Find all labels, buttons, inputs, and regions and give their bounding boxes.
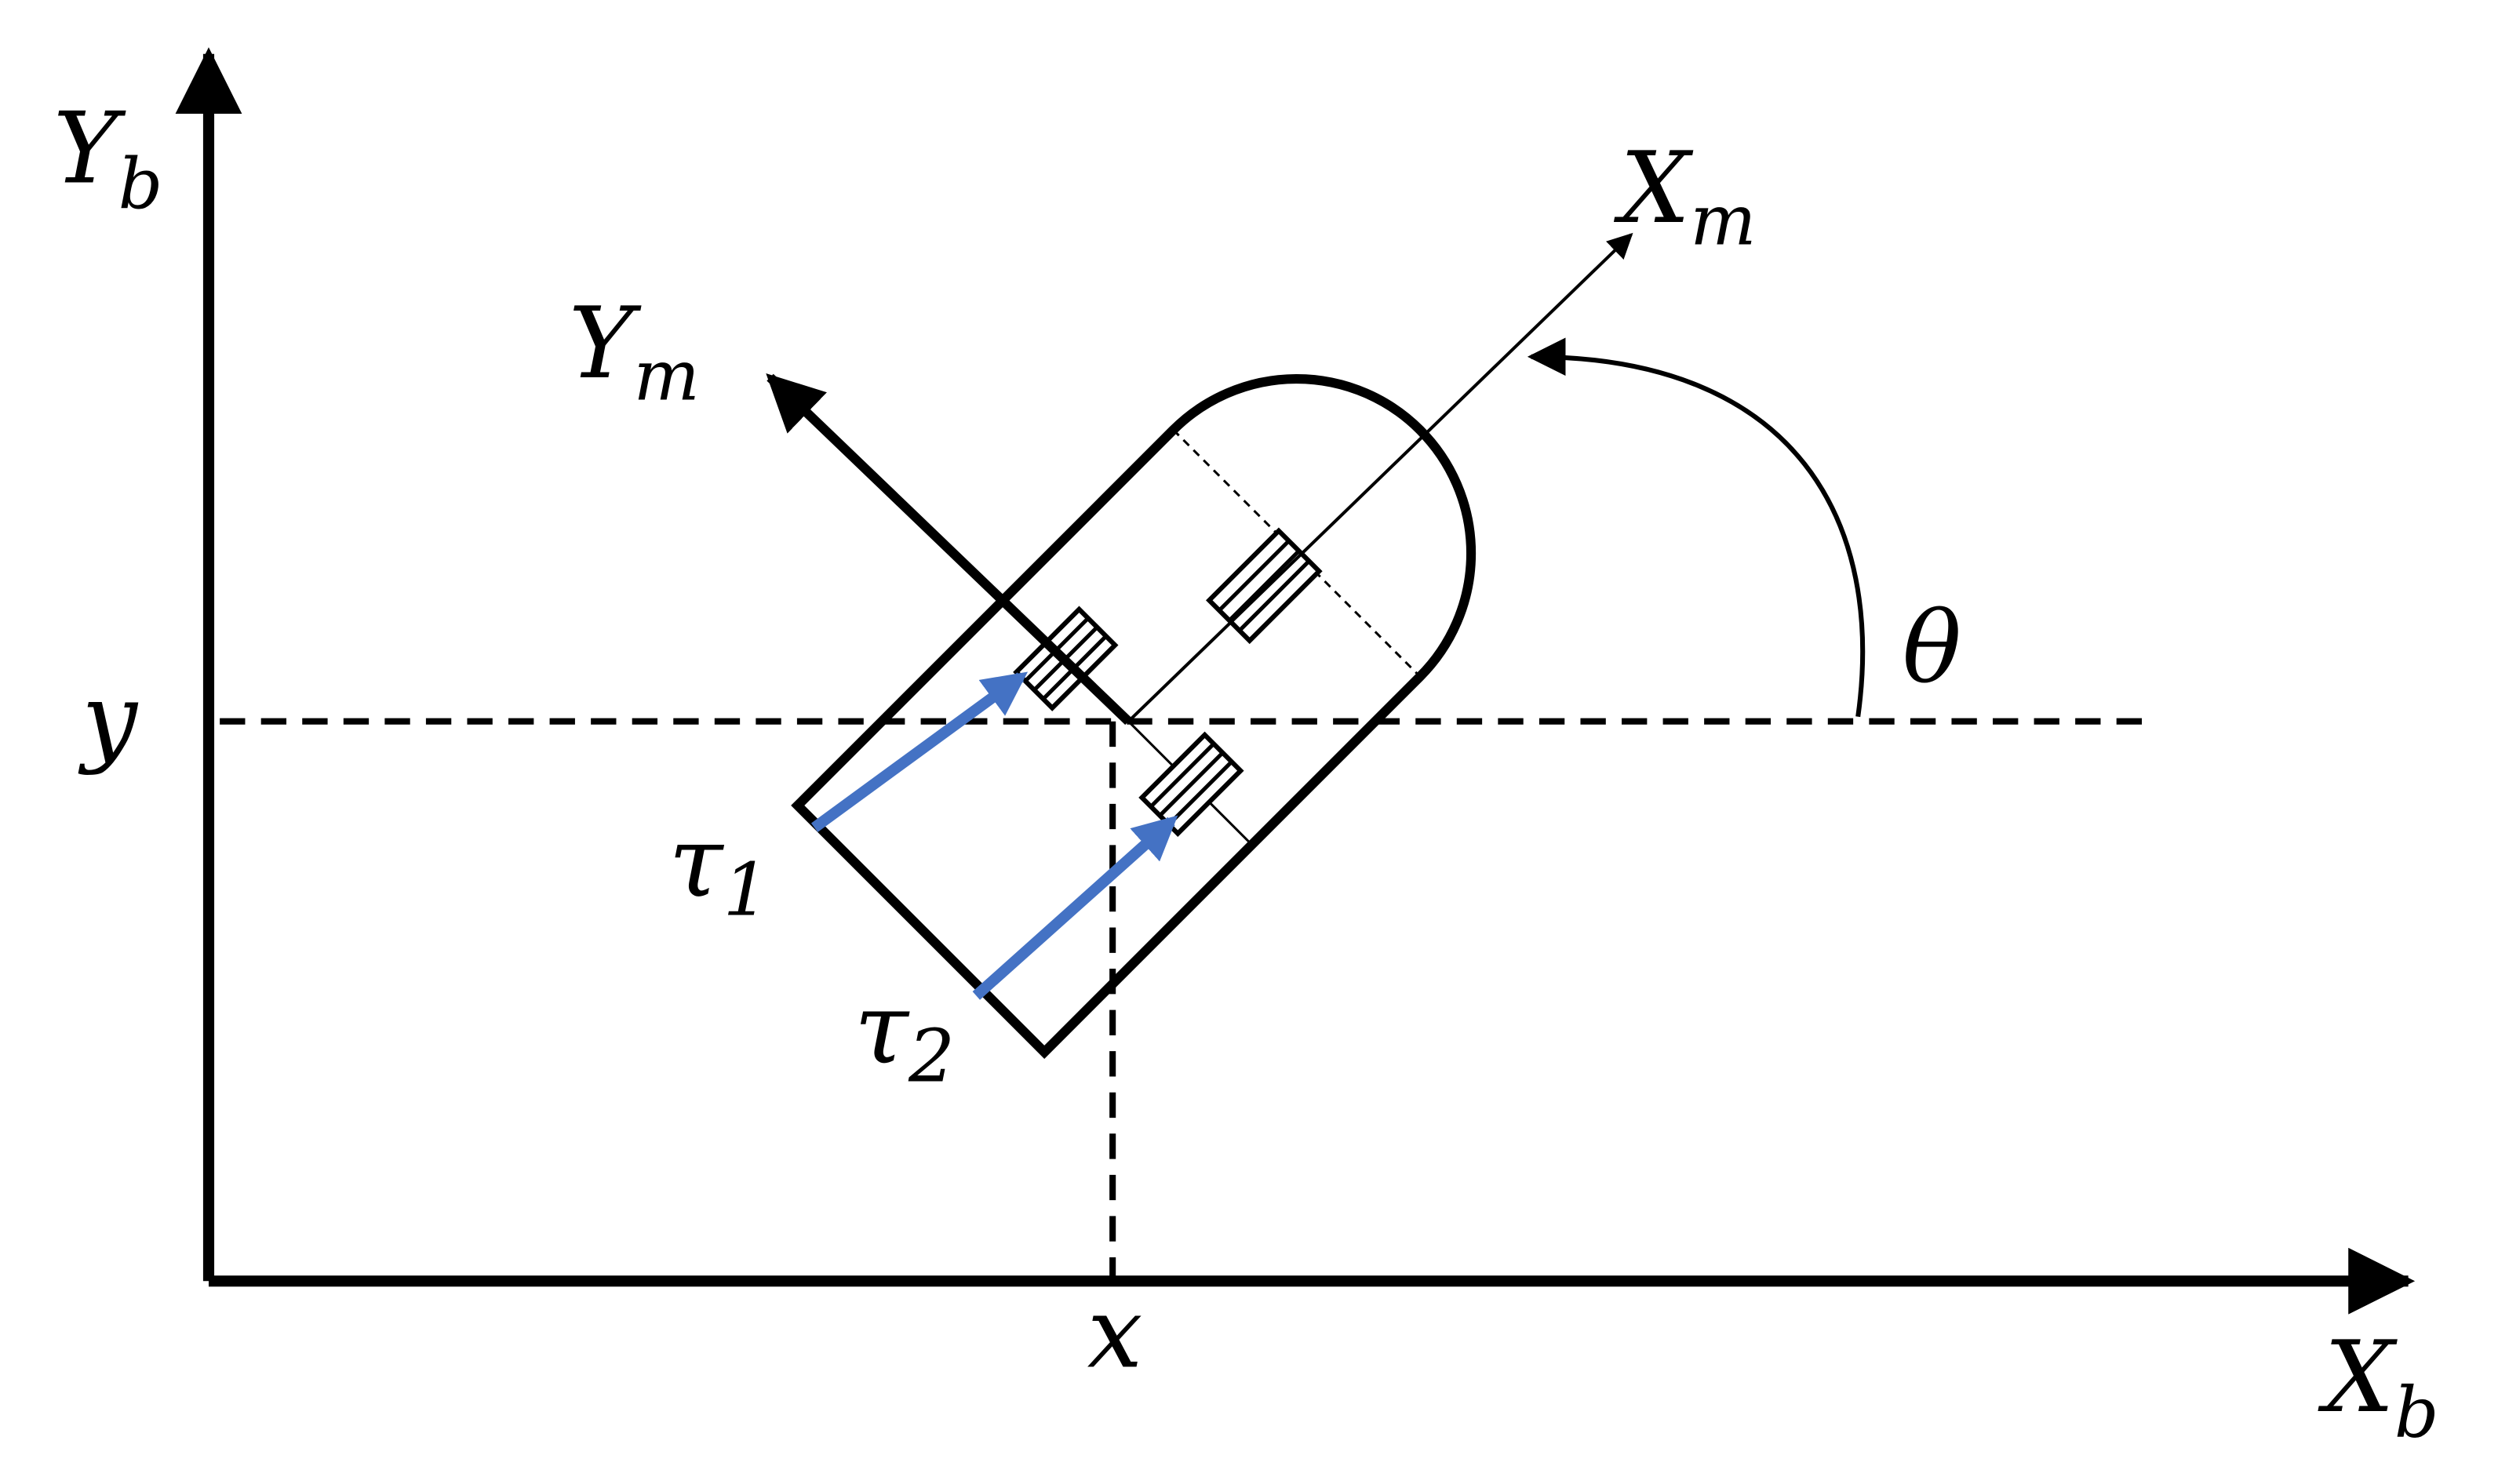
torque-1-arrow <box>810 671 1029 832</box>
theta-arc <box>1527 337 1866 718</box>
robot-body <box>791 373 1477 1059</box>
base-y-axis-label: Yb <box>53 91 163 224</box>
torque-2-label: τ2 <box>854 971 955 1098</box>
torque-1-label: τ1 <box>668 805 769 932</box>
robot-x-axis <box>1127 232 1633 723</box>
robot-y-axis <box>766 373 1132 726</box>
y-position-label: y <box>78 662 139 777</box>
torque-2-arrow <box>972 815 1178 1000</box>
robot-x-axis-label: Xm <box>1613 131 1757 260</box>
robot-y-axis-label: Ym <box>569 286 700 416</box>
theta-label: θ <box>1903 591 1961 705</box>
wheel-front <box>1205 527 1323 645</box>
x-position-label: x <box>1087 1275 1143 1390</box>
base-x-axis-label: Xb <box>2317 1320 2438 1453</box>
